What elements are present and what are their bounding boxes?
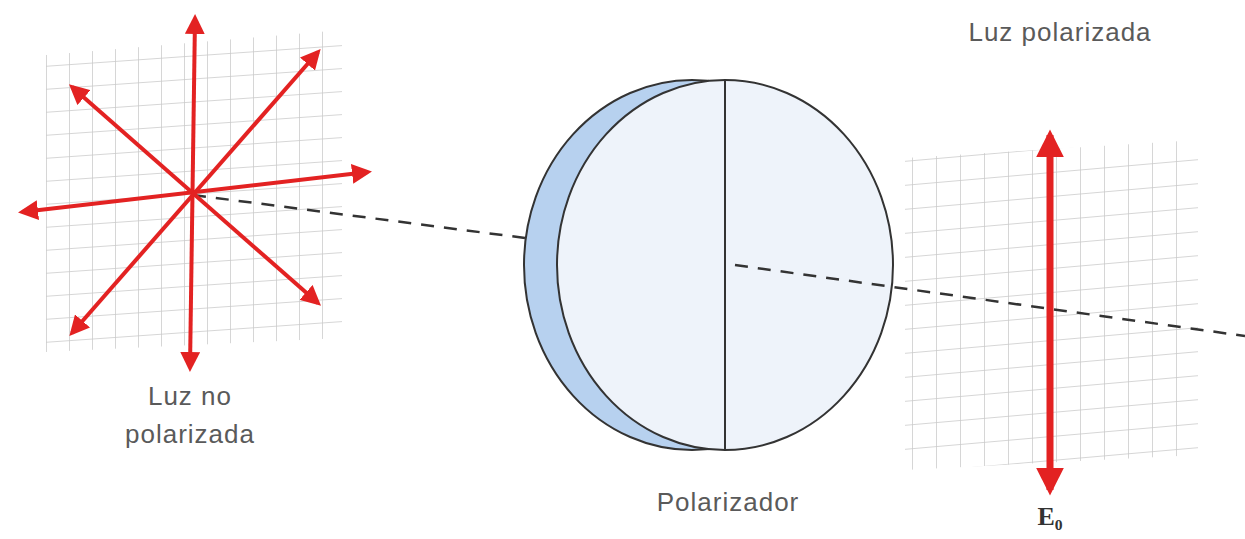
beam-axis xyxy=(193,195,525,238)
polarized-field xyxy=(1047,135,1054,490)
unpolarized-field xyxy=(22,18,368,368)
light-label: Luz polarizada xyxy=(960,14,1160,52)
light-label: Luz no polarizada xyxy=(90,378,290,453)
beam-axis xyxy=(735,265,1245,336)
field-symbol: E₀ xyxy=(1015,498,1085,536)
component-label: Polarizador xyxy=(608,484,848,522)
polarizer-disc xyxy=(524,80,893,450)
